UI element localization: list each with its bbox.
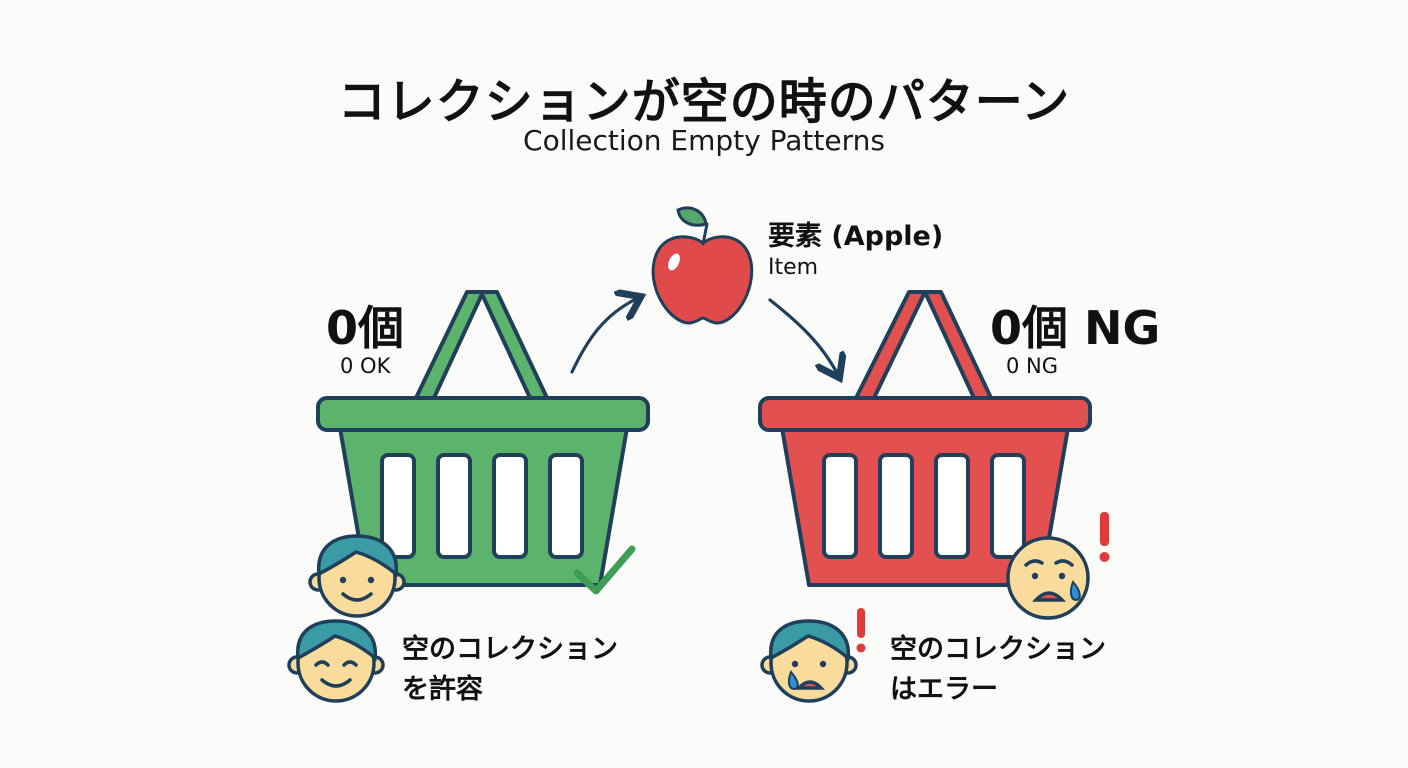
arrow-to-basket: [768, 298, 838, 375]
item-label: 要素 (Apple): [768, 221, 944, 252]
crying-face-icon: [1006, 536, 1090, 620]
right-status-label: 0 NG: [1006, 354, 1059, 378]
exclamation-icon: [1099, 512, 1110, 562]
right-caption-line1: 空のコレクション: [890, 634, 1106, 665]
exclamation-icon-small: [856, 608, 866, 653]
page-subtitle: Collection Empty Patterns: [523, 124, 885, 157]
green-basket-icon: [316, 290, 650, 587]
arrow-to-apple: [570, 298, 638, 374]
worried-face-icon: [760, 619, 858, 703]
page-title: コレクションが空の時のパターン: [337, 74, 1071, 130]
red-basket-icon: [758, 290, 1092, 587]
apple-icon: [651, 206, 754, 325]
left-caption-line2: を許容: [402, 674, 483, 705]
left-caption-line1: 空のコレクション: [402, 634, 618, 665]
left-status-label: 0 OK: [340, 354, 391, 378]
right-caption-line2: はエラー: [890, 674, 998, 705]
smiling-face-icon: [287, 619, 385, 703]
checkmark-icon: [573, 545, 636, 595]
item-sublabel: Item: [768, 255, 819, 280]
left-count-label: 0個: [326, 301, 405, 355]
happy-face-icon: [308, 534, 406, 618]
right-count-label: 0個 NG: [990, 301, 1161, 355]
